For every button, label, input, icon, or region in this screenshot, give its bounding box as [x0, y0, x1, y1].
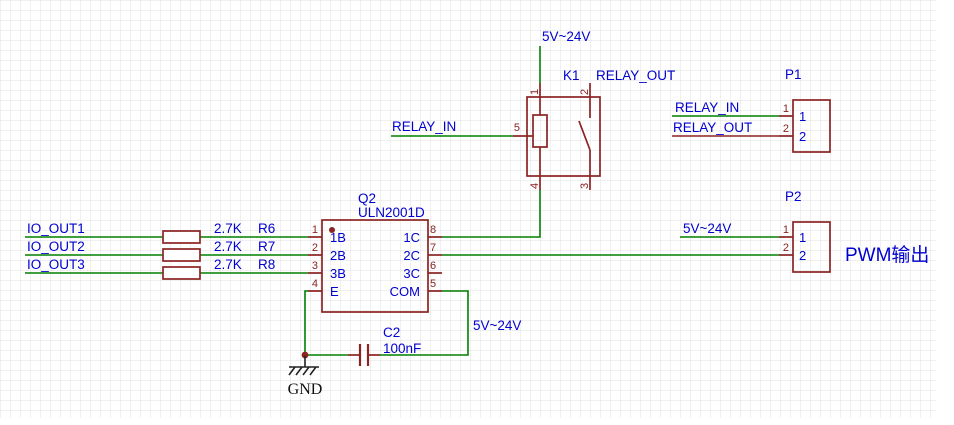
p2-pin-name-2: 2 — [799, 248, 806, 263]
resistor-body — [162, 266, 201, 280]
wire-1c-to-relay-coil[interactable] — [442, 190, 541, 238]
resistor-name[interactable]: R7 — [258, 239, 275, 254]
ic-pin-number-6: 6 — [430, 260, 436, 272]
ic-pin-number-2: 2 — [312, 242, 318, 254]
resistor-body — [162, 230, 201, 244]
ic-pin-number-8: 8 — [430, 224, 436, 236]
relay-k1[interactable]: 1 2 4 3 5 K1 RELAY_OUT — [513, 68, 675, 190]
wire-com-to-cap[interactable] — [380, 290, 469, 356]
connector-p1[interactable]: 1 2 1 2 P1 — [779, 67, 831, 153]
resistor-value[interactable]: 2.7K — [214, 257, 242, 272]
ground-symbol[interactable] — [288, 356, 319, 376]
p1-body — [792, 99, 831, 153]
p2-pin-number-2: 2 — [783, 242, 789, 254]
p1-pin-name-2: 2 — [799, 129, 806, 144]
p2-body — [792, 221, 831, 273]
resistor-name[interactable]: R8 — [258, 257, 275, 272]
wire-e-to-gnd[interactable] — [304, 290, 308, 355]
annotation-pwm-output: PWM输出 — [845, 244, 929, 266]
relay-pin-number-4: 4 — [529, 183, 541, 189]
resistor-body — [162, 248, 201, 262]
gnd-label[interactable]: GND — [288, 381, 323, 398]
resistor-value[interactable]: 2.7K — [214, 221, 242, 236]
p1-designator[interactable]: P1 — [785, 67, 802, 82]
gnd-hatch-4 — [309, 366, 317, 376]
ic-pin-number-3: 3 — [312, 260, 318, 272]
ic-q2-uln2001d[interactable]: 1 2 3 4 8 7 6 5 1B 2B 3B E 1C 2C 3C COM … — [308, 191, 442, 313]
p2-pin-name-1: 1 — [799, 230, 806, 245]
gnd-hatch-3 — [302, 366, 310, 376]
ic-pin-name-com: COM — [390, 284, 420, 299]
net-label-relay-out-k1[interactable]: RELAY_OUT — [596, 68, 675, 83]
net-label-relay-in-p1[interactable]: RELAY_IN — [675, 100, 739, 115]
ic-pin-number-7: 7 — [430, 242, 436, 254]
gnd-hatch-1 — [288, 366, 296, 376]
net-label-relay-in[interactable]: RELAY_IN — [392, 119, 456, 134]
ic-designator[interactable]: Q2 — [358, 191, 376, 206]
ic-pin-name-3b: 3B — [330, 266, 346, 281]
ic-pin-name-1c: 1C — [403, 230, 420, 245]
ic-body — [321, 219, 429, 313]
resistor-r7[interactable]: 2.7K R7 — [162, 239, 275, 262]
relay-pin-number-1: 1 — [529, 89, 541, 95]
net-label-supply-mid[interactable]: 5V~24V — [473, 318, 521, 333]
resistor-r8[interactable]: 2.7K R8 — [162, 257, 275, 280]
relay-designator[interactable]: K1 — [563, 68, 580, 83]
net-label-relay-out-p1[interactable]: RELAY_OUT — [673, 120, 752, 135]
resistor-r6[interactable]: 2.7K R6 — [162, 221, 275, 244]
net-label-io-out2[interactable]: IO_OUT2 — [27, 239, 85, 254]
ic-part-number[interactable]: ULN2001D — [358, 205, 425, 220]
p1-pin-number-1: 1 — [783, 103, 789, 115]
net-label-io-out1[interactable]: IO_OUT1 — [27, 221, 85, 236]
cap-designator[interactable]: C2 — [383, 325, 400, 340]
resistor-name[interactable]: R6 — [258, 221, 275, 236]
relay-armature — [578, 120, 591, 151]
gnd-hatch-2 — [295, 366, 303, 376]
relay-pin-number-2: 2 — [579, 89, 591, 95]
p1-pin-number-2: 2 — [783, 123, 789, 135]
ic-pin-number-5: 5 — [430, 278, 436, 290]
p2-designator[interactable]: P2 — [785, 189, 802, 204]
relay-pin-number-5: 5 — [514, 122, 520, 134]
resistor-value[interactable]: 2.7K — [214, 239, 242, 254]
net-label-io-out3[interactable]: IO_OUT3 — [27, 257, 85, 272]
p1-pin-name-1: 1 — [799, 109, 806, 124]
relay-pin-number-3: 3 — [579, 183, 591, 189]
junction-dot-gnd — [301, 351, 309, 359]
ic-pin-name-2c: 2C — [403, 248, 420, 263]
wires — [25, 46, 779, 356]
connector-p2[interactable]: 1 2 1 2 P2 — [779, 189, 831, 273]
p2-pin-number-1: 1 — [783, 224, 789, 236]
ic-pin1-dot — [329, 227, 335, 233]
capacitor-c2[interactable]: C2 100nF — [348, 325, 421, 366]
ic-pin-name-2b: 2B — [330, 248, 346, 263]
net-label-supply-p2[interactable]: 5V~24V — [683, 221, 731, 236]
cap-value[interactable]: 100nF — [383, 341, 421, 356]
ic-pin-name-1b: 1B — [330, 230, 346, 245]
net-label-supply-top[interactable]: 5V~24V — [542, 29, 590, 44]
ic-pin-number-4: 4 — [312, 278, 318, 290]
ic-pin-name-e: E — [330, 284, 339, 299]
ic-pin-number-1: 1 — [312, 224, 318, 236]
ic-pin-name-3c: 3C — [403, 266, 420, 281]
